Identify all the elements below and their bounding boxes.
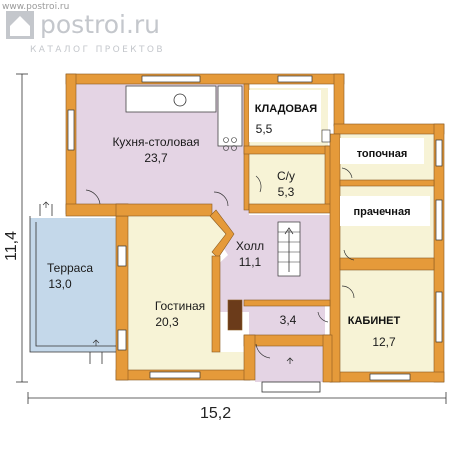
- wall-right-upper: [333, 73, 345, 127]
- laundry-label-box: [340, 196, 430, 226]
- kitchen-counter: [125, 85, 217, 113]
- window-pantry-top: [277, 75, 313, 83]
- dimension-width: 15,2: [200, 405, 231, 422]
- terrace-name: Терраса: [47, 261, 93, 275]
- terrace-fill: [30, 218, 116, 352]
- hall-name: Холл: [236, 239, 264, 253]
- stove-burner-icon: [231, 137, 237, 143]
- window-living-bottom: [149, 371, 201, 379]
- staircase: [277, 221, 301, 277]
- window-laundry: [435, 199, 443, 241]
- wall-living-left: [115, 203, 129, 381]
- kitchen-name: Кухня-столовая: [112, 135, 199, 149]
- pantry-name: КЛАДОВАЯ: [255, 103, 318, 115]
- wall-pantry-bottom: [243, 145, 335, 155]
- stove-burner-icon: [223, 137, 229, 143]
- door-entrance: [255, 343, 271, 359]
- stove-burner-icon: [231, 145, 237, 151]
- arrow-up-icon: [284, 227, 294, 235]
- porch-fill: [255, 346, 323, 382]
- wall-hall-left: [211, 255, 221, 353]
- pantry-inner: [249, 90, 321, 142]
- hall-fill: [212, 204, 330, 312]
- door-bath: [255, 175, 262, 193]
- brand-tagline: КАТАЛОГ ПРОЕКТОВ: [30, 45, 165, 55]
- porch-step: [261, 381, 321, 393]
- study-area: 12,7: [372, 335, 396, 349]
- living-fill: [128, 216, 244, 370]
- terrace-railing: [29, 201, 116, 364]
- bathroom-area: 5,3: [278, 185, 295, 199]
- arrow-up-icon: [92, 339, 100, 346]
- door-boiler: [341, 167, 353, 179]
- kitchen-counter-side: [217, 85, 243, 147]
- windows: [67, 75, 443, 381]
- window-study-bottom: [369, 373, 411, 381]
- window-kitchen-top: [141, 75, 201, 83]
- wall-vestibule-top: [243, 299, 331, 307]
- brand-site-small: www.postroi.ru: [2, 2, 69, 12]
- railing-outer: [29, 216, 116, 353]
- door-terrace: [85, 189, 101, 205]
- window-kitchen-left: [67, 109, 75, 151]
- wall-laundry-bottom: [339, 257, 435, 271]
- door-kitchen-hall: [213, 191, 229, 207]
- wall-porch-left: [243, 334, 256, 381]
- bathroom-fill: [249, 154, 325, 204]
- brand-logo: www.postroi.ru postroi.ru КАТАЛОГ ПРОЕКТ…: [2, 2, 165, 55]
- kitchen-area: 23,7: [144, 151, 168, 165]
- dimension-height: 11,4: [3, 231, 20, 261]
- wall-bath-bottom: [248, 203, 335, 214]
- arrow-up-icon: [42, 201, 50, 208]
- laundry-name: прачечная: [353, 206, 410, 218]
- porch-steps: [261, 357, 321, 393]
- vestibule-fill: [249, 305, 325, 335]
- boiler-label-box: [340, 138, 424, 164]
- study-fill: [338, 270, 434, 372]
- fireplace: [227, 299, 243, 331]
- door-laundry: [343, 249, 355, 261]
- wall-vestibule-bottom: [243, 334, 331, 347]
- doors: [85, 167, 355, 359]
- room-labels: Кухня-столовая 23,7 КЛАДОВАЯ 5,5 С/у 5,3…: [47, 103, 411, 349]
- wall-porch-right: [322, 334, 333, 383]
- study-name: КАБИНЕТ: [348, 315, 401, 327]
- window-study-right: [435, 291, 443, 343]
- window-living-left-2: [117, 329, 127, 351]
- arrow-up-icon: [286, 357, 294, 364]
- bathroom-name: С/у: [277, 169, 295, 183]
- door-study: [341, 285, 355, 299]
- wall-living-top: [115, 203, 213, 217]
- railing-inner: [35, 222, 116, 347]
- kitchen-fixtures: [125, 85, 243, 151]
- sink-icon: [173, 93, 187, 107]
- door-vestibule: [317, 311, 329, 323]
- hall-area: 11,1: [239, 255, 262, 269]
- vestibule-area: 3,4: [280, 313, 297, 327]
- wall-boiler-bottom: [339, 179, 435, 187]
- living-name: Гостиная: [155, 299, 205, 313]
- wall-wing-top: [333, 123, 445, 135]
- boiler-name: топочная: [357, 148, 408, 160]
- dimensions: 15,2 11,4: [3, 73, 447, 422]
- brand-site: postroi.ru: [40, 10, 160, 39]
- window-boiler: [435, 139, 443, 167]
- stove-burner-icon: [223, 145, 229, 151]
- pantry-area: 5,5: [256, 122, 273, 136]
- living-area: 20,3: [155, 315, 179, 329]
- house-icon: [10, 16, 30, 36]
- pantry-shelf: [321, 129, 331, 143]
- terrace-area: 13,0: [48, 277, 72, 291]
- window-living-left-1: [117, 245, 127, 267]
